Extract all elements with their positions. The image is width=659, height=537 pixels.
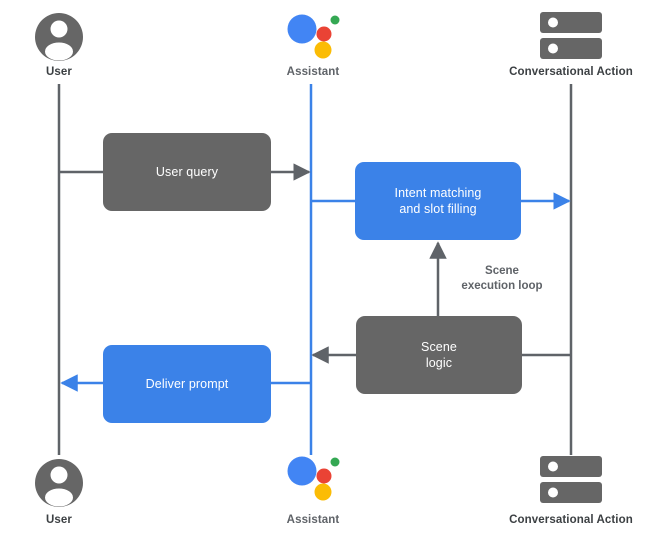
node-scene-logic-label: Scene logic [421, 339, 457, 371]
node-user-query-label: User query [155, 165, 219, 179]
annotation-scene-execution-loop-line1: Scene [485, 265, 519, 277]
node-intent-matching-label-line1: Intent matching [394, 186, 482, 200]
node-intent-matching-label-line2: and slot filling [399, 202, 477, 216]
node-intent-matching[interactable]: Intent matching and slot filling [355, 162, 521, 240]
node-scene-logic[interactable]: Scene logic [356, 316, 522, 394]
actor-label-conversational-action-top: Conversational Action [509, 66, 633, 78]
node-deliver-prompt[interactable]: Deliver prompt [103, 345, 271, 423]
google-assistant-icon [287, 14, 340, 59]
annotation-scene-execution-loop-line2: execution loop [461, 280, 543, 292]
server-icon [540, 12, 602, 59]
user-avatar-icon [35, 13, 83, 61]
actor-label-user-bottom: User [46, 514, 72, 526]
actor-label-user-top: User [46, 66, 72, 78]
actor-label-assistant-bottom: Assistant [286, 514, 340, 526]
server-icon [540, 456, 602, 503]
google-assistant-icon [287, 456, 340, 501]
annotation-scene-execution-loop: Scene execution loop [461, 264, 542, 294]
user-avatar-icon [35, 459, 83, 507]
node-scene-logic-label-line2: logic [425, 356, 453, 370]
actor-label-assistant-top: Assistant [286, 66, 340, 78]
node-intent-matching-label: Intent matching and slot filling [395, 185, 482, 217]
node-user-query[interactable]: User query [103, 133, 271, 211]
actor-label-conversational-action-bottom: Conversational Action [509, 514, 633, 526]
node-scene-logic-label-line1: Scene [421, 340, 457, 354]
node-deliver-prompt-label: Deliver prompt [145, 377, 229, 391]
